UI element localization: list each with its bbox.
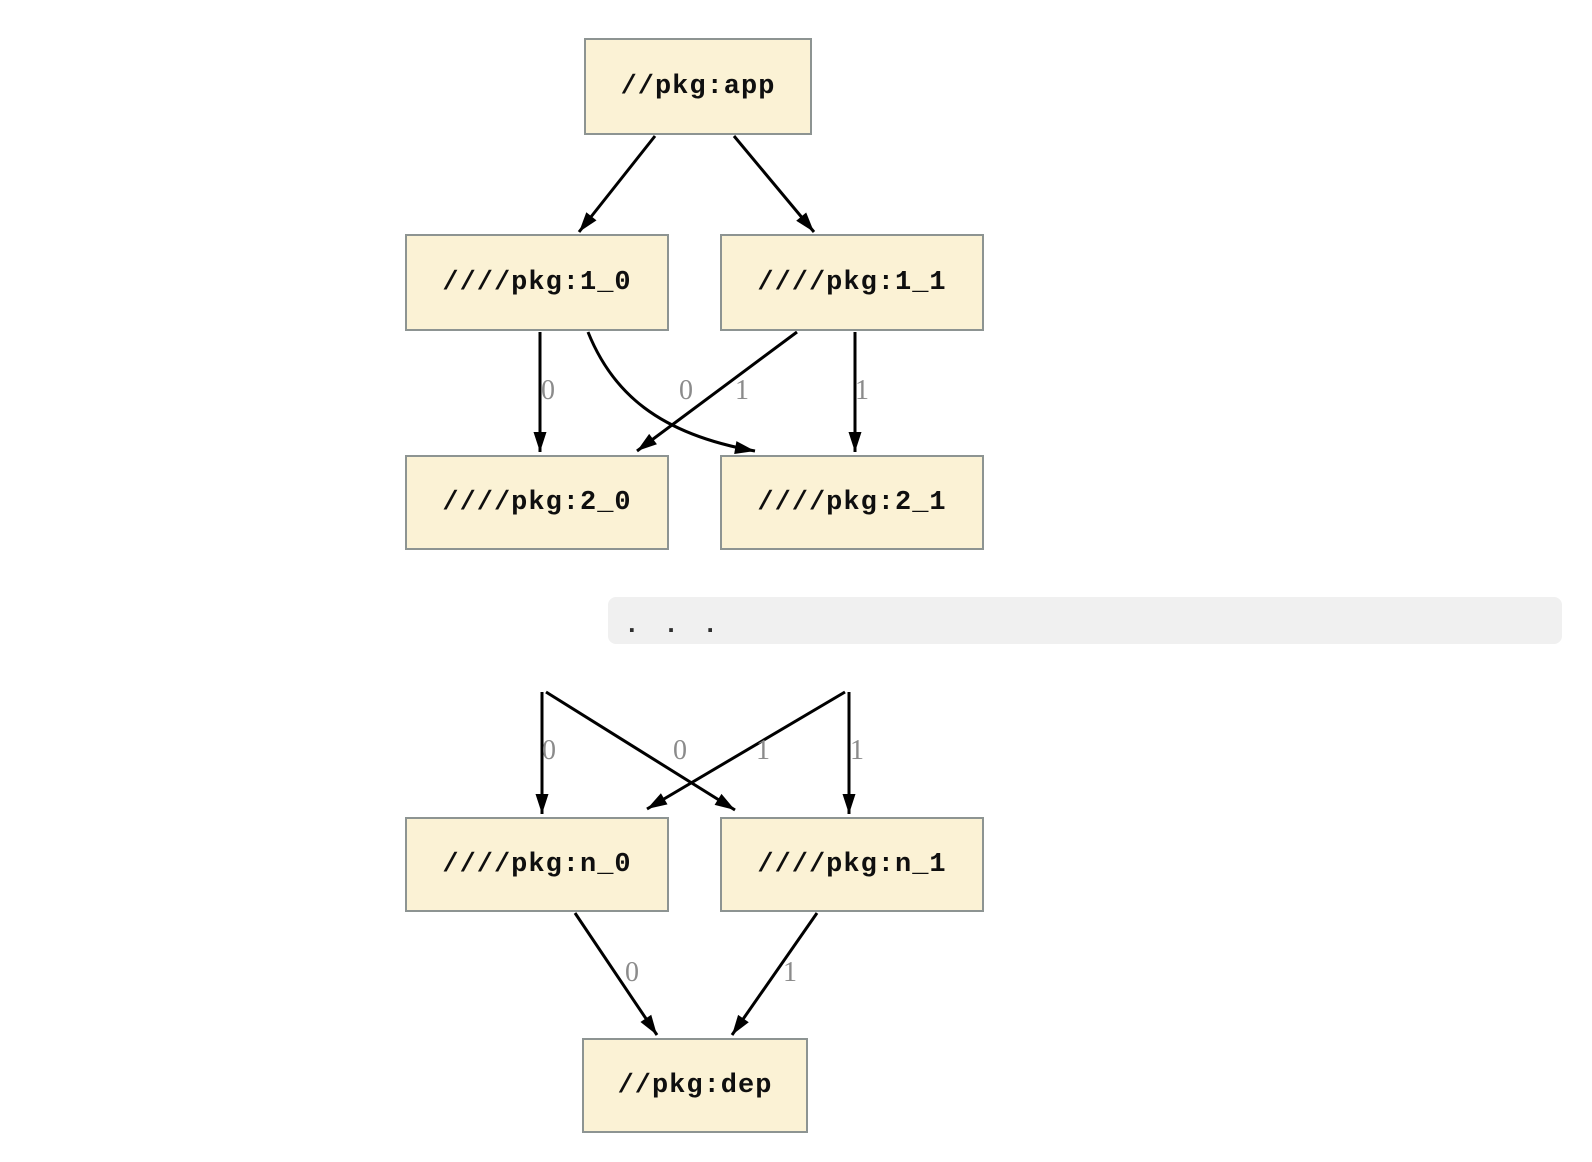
edge-label: 1 [735,375,749,406]
ellipsis-dots: . . . [624,610,723,640]
edge-app-to-pkg1_0 [577,135,657,233]
edge-pkg1_1-to-pkg2_0 [636,330,798,453]
edge-label: 0 [542,735,556,766]
node-pkg-n_1: ////pkg:n_1 [720,817,984,912]
node-pkg-dep: //pkg:dep [582,1038,808,1133]
node-pkg-1_1: ////pkg:1_1 [720,234,984,331]
edge-label: 1 [783,957,797,988]
edge-pkgn_0-to-dep [573,912,659,1036]
node-pkg-2_1: ////pkg:2_1 [720,455,984,550]
edge-hidden-cross-to-pkgn_1 [545,690,736,812]
edge-label: 0 [541,375,555,406]
edge-app-to-pkg1_1 [732,135,816,233]
node-pkg-2_0: ////pkg:2_0 [405,455,669,550]
node-pkg-n_0: ////pkg:n_0 [405,817,669,912]
edge-label: 0 [679,375,693,406]
edge-pkg1_0-to-pkg2_1 [586,331,756,454]
edge-label: 1 [855,375,869,406]
edge-hidden-cross-to-pkgn_0 [646,690,846,811]
node-pkg-1_0: ////pkg:1_0 [405,234,669,331]
edge-pkgn_1-to-dep [730,912,819,1036]
node-pkg-app: //pkg:app [584,38,812,135]
edge-label: 1 [756,735,770,766]
edge-label: 0 [673,735,687,766]
ellipsis-band: . . . [608,597,1562,644]
edge-label: 0 [625,957,639,988]
edge-label: 1 [850,735,864,766]
